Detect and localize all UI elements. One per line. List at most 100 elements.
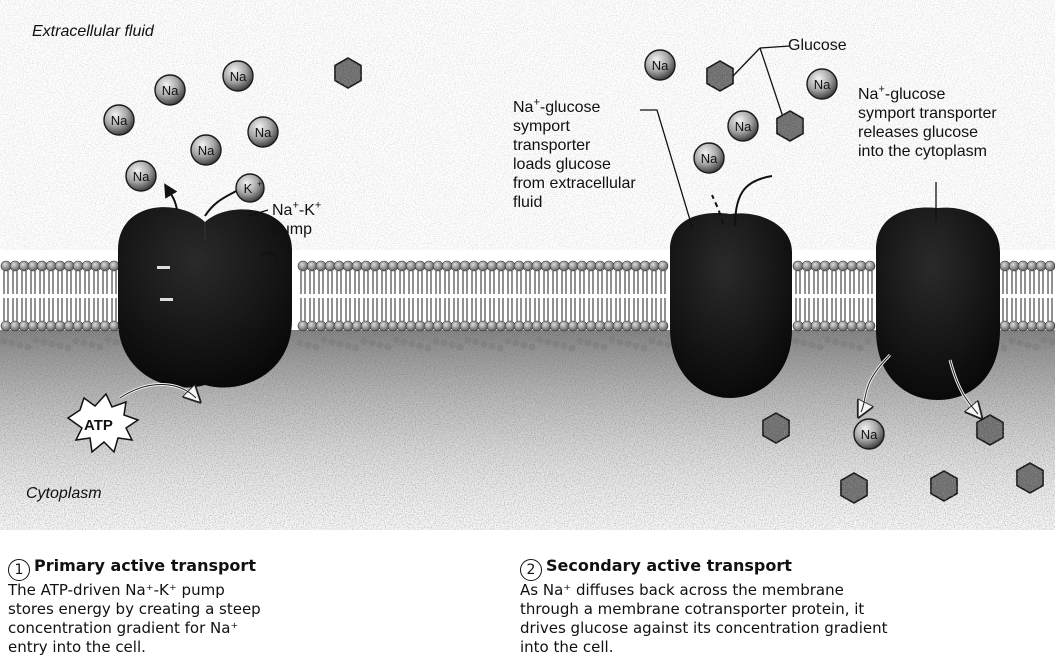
lipid-head bbox=[595, 321, 605, 331]
lipid-head bbox=[838, 321, 848, 331]
cytoplasm-speck bbox=[297, 340, 304, 347]
cytoplasm-speck bbox=[9, 340, 16, 347]
lipid-head bbox=[397, 321, 407, 331]
cytoplasm-speck bbox=[537, 337, 544, 344]
lipid-head bbox=[370, 261, 380, 271]
lipid-head bbox=[109, 261, 119, 271]
cytoplasm-speck bbox=[641, 345, 648, 352]
lipid-head bbox=[64, 261, 74, 271]
lipid-head bbox=[91, 321, 101, 331]
lipid-head bbox=[406, 261, 416, 271]
cytoplasm-speck bbox=[81, 340, 88, 347]
symport-protein-releasing bbox=[876, 207, 1000, 400]
cytoplasm-speck bbox=[617, 339, 624, 346]
lipid-head bbox=[793, 321, 803, 331]
cytoplasm-speck bbox=[41, 339, 48, 346]
caption-title: Primary active transport bbox=[34, 556, 256, 575]
cytoplasm-speck bbox=[313, 344, 320, 351]
lipid-head bbox=[514, 321, 524, 331]
sodium-ion-label: Na bbox=[652, 58, 669, 73]
lipid-head bbox=[352, 261, 362, 271]
lipid-head bbox=[64, 321, 74, 331]
sodium-ion: Na bbox=[694, 143, 724, 173]
glucose-molecule bbox=[763, 413, 789, 443]
lipid-head bbox=[802, 261, 812, 271]
lipid-head bbox=[28, 321, 38, 331]
sodium-ion-label: Na bbox=[701, 151, 718, 166]
lipid-head bbox=[658, 261, 668, 271]
lipid-head bbox=[613, 261, 623, 271]
lipid-head bbox=[514, 261, 524, 271]
sodium-ion: Na bbox=[104, 105, 134, 135]
lipid-head bbox=[649, 321, 659, 331]
lipid-head bbox=[388, 261, 398, 271]
cytoplasm-speck bbox=[433, 338, 440, 345]
lipid-head bbox=[595, 261, 605, 271]
cytoplasm-speck bbox=[329, 339, 336, 346]
lipid-head bbox=[100, 321, 110, 331]
lipid-head bbox=[802, 321, 812, 331]
lipid-head bbox=[496, 261, 506, 271]
caption-line: drives glucose against its concentration… bbox=[520, 619, 1020, 638]
lipid-head bbox=[829, 261, 839, 271]
symport-loading-label: Na+-glucose symport transporter loads gl… bbox=[513, 98, 636, 212]
lipid-head bbox=[586, 261, 596, 271]
lipid-head bbox=[613, 321, 623, 331]
lipid-head bbox=[415, 261, 425, 271]
cytoplasm-speck bbox=[545, 339, 552, 346]
lipid-head bbox=[487, 321, 497, 331]
lipid-head bbox=[838, 261, 848, 271]
na-k-pump-label: Na+-K+ pump bbox=[272, 201, 321, 239]
lipid-head bbox=[424, 321, 434, 331]
lipid-head bbox=[379, 261, 389, 271]
sodium-ion: Na bbox=[126, 161, 156, 191]
cytoplasm-speck bbox=[793, 338, 800, 345]
cytoplasm-speck bbox=[57, 343, 64, 350]
lipid-head bbox=[820, 261, 830, 271]
lipid-head bbox=[604, 261, 614, 271]
lipid-head bbox=[469, 261, 479, 271]
caption-title: Secondary active transport bbox=[546, 556, 792, 575]
cytoplasm-speck bbox=[393, 337, 400, 344]
cytoplasm-speck bbox=[361, 338, 368, 345]
lipid-head bbox=[829, 321, 839, 331]
lipid-head bbox=[847, 321, 857, 331]
lipid-head bbox=[568, 321, 578, 331]
lipid-head bbox=[1027, 261, 1037, 271]
lipid-head bbox=[352, 321, 362, 331]
lipid-head bbox=[856, 321, 866, 331]
sodium-ion: Na bbox=[191, 135, 221, 165]
lipid-head bbox=[1018, 261, 1028, 271]
lipid-head bbox=[478, 261, 488, 271]
lipid-head bbox=[442, 321, 452, 331]
symport-releasing-label: Na+-glucose symport transporter releases… bbox=[858, 85, 997, 161]
lipid-head bbox=[865, 321, 875, 331]
lipid-head bbox=[550, 261, 560, 271]
cytoplasm-label: Cytoplasm bbox=[26, 484, 102, 503]
cytoplasm-speck bbox=[585, 340, 592, 347]
cytoplasm-speck bbox=[401, 339, 408, 346]
lipid-head bbox=[640, 261, 650, 271]
lipid-head bbox=[550, 321, 560, 331]
cytoplasm-speck bbox=[529, 344, 536, 351]
lipid-head bbox=[811, 321, 821, 331]
lipid-head bbox=[577, 321, 587, 331]
cytoplasm-speck bbox=[385, 344, 392, 351]
sodium-ion-label: Na bbox=[111, 113, 128, 128]
caption-line: stores energy by creating a steep bbox=[8, 600, 428, 619]
extracellular-fluid-label: Extracellular fluid bbox=[32, 22, 154, 41]
cytoplasm-speck bbox=[1033, 344, 1040, 351]
cytoplasm-speck bbox=[105, 337, 112, 344]
cytoplasm-speck bbox=[833, 339, 840, 346]
cytoplasm-speck bbox=[801, 340, 808, 347]
lipid-head bbox=[1000, 321, 1010, 331]
lipid-head bbox=[46, 261, 56, 271]
cytoplasm-speck bbox=[609, 337, 616, 344]
lipid-head bbox=[1027, 321, 1037, 331]
cytoplasm-speck bbox=[809, 342, 816, 349]
lipid-head bbox=[433, 261, 443, 271]
lipid-head bbox=[856, 261, 866, 271]
lipid-head bbox=[631, 261, 641, 271]
lipid-head bbox=[343, 261, 353, 271]
lipid-head bbox=[406, 321, 416, 331]
